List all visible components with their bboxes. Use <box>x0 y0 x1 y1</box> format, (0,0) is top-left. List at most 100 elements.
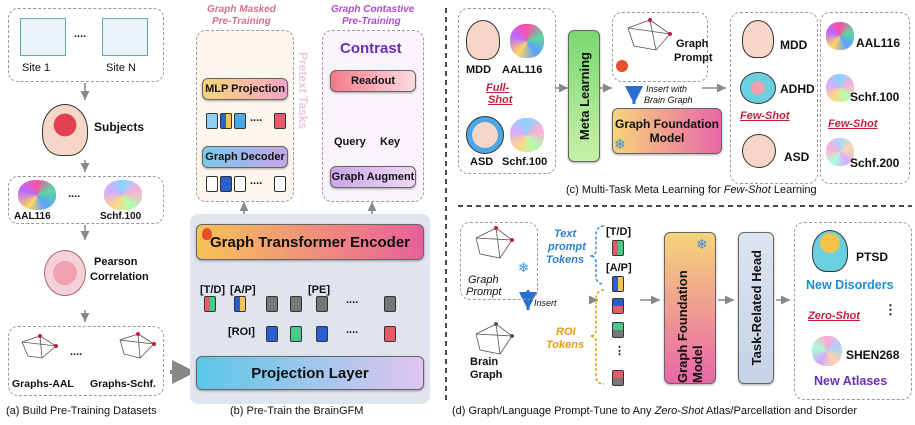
roi-token <box>384 326 396 342</box>
correlation-label: Correlation <box>90 271 149 283</box>
ap-token-label: [A/P] <box>230 284 256 296</box>
d-graph-prompt-line2: Prompt <box>466 286 502 298</box>
network-nodes <box>38 18 672 348</box>
graphs-group <box>8 326 164 396</box>
aal-atlas-brain <box>510 24 544 58</box>
pe-token <box>290 296 302 312</box>
zero-shot-targets-group <box>794 222 912 400</box>
site-1-label: Site 1 <box>22 62 51 74</box>
pe-token <box>316 296 328 312</box>
graph-foundation-model-box: Graph Foundation Model <box>612 108 722 154</box>
few-shot-tasks-group <box>730 12 818 184</box>
zero-shot-label: Zero-Shot <box>808 310 860 322</box>
asd-head-icon <box>742 134 776 168</box>
caption-d-pre: (d) Graph/Language Prompt-Tune to Any <box>452 405 655 417</box>
graph-transformer-encoder-box: Graph Transformer Encoder <box>196 224 424 260</box>
pe-token-label: [PE] <box>308 284 330 296</box>
zero-shot-ellipsis: ⋮ <box>884 302 897 317</box>
out-adhd-label: ADHD <box>780 82 815 96</box>
ptsd-label: PTSD <box>856 250 889 264</box>
d-graph-prompt-line1: Graph <box>468 274 499 286</box>
roi-vertical-ellipsis: ⋮ <box>614 345 625 357</box>
gfm-line2: Model <box>649 131 685 145</box>
mlp-projection-box: MLP Projection <box>202 78 288 100</box>
hospital-icon <box>102 18 148 56</box>
aal116-label: AAL116 <box>502 64 543 76</box>
contrast-label: Contrast <box>340 40 402 57</box>
gmp-title-line1: Graph Masked <box>207 4 276 15</box>
pretext-tasks-label: Pretext Tasks <box>296 52 310 130</box>
aal-atlas-brain <box>18 180 56 210</box>
graphs-aal-label: Graphs-AAL <box>12 378 74 390</box>
asd-head-icon <box>466 116 504 154</box>
atlas-schf100-label: Schf.100 <box>100 211 142 222</box>
pe-ellipsis: .... <box>346 294 359 306</box>
roi-token <box>316 326 328 342</box>
roi-tokens-line1: ROI <box>556 326 576 338</box>
schf-atlas-brain <box>826 74 854 102</box>
graphs-schf-label: Graphs-Schf. <box>90 378 156 390</box>
masked-tokens-ellipsis: .... <box>250 175 263 187</box>
d-td-label: [T/D] <box>606 226 632 238</box>
snowflake-icon: ❄ <box>696 236 708 252</box>
caption-c-post: Learning <box>770 184 817 196</box>
token <box>220 176 232 192</box>
shen-atlas-brain <box>812 336 842 366</box>
hospital-icon <box>20 18 66 56</box>
roi-token <box>266 326 278 342</box>
snowflake-icon: ❄ <box>518 260 529 275</box>
graph-prompt-line2: Prompt <box>674 52 713 64</box>
roi-token <box>290 326 302 342</box>
out-mdd-label: MDD <box>780 38 808 52</box>
td-token-label: [T/D] <box>200 284 226 296</box>
correlation-brain-icon <box>44 250 86 296</box>
panel-c-arrows <box>555 83 726 104</box>
fire-icon <box>202 228 212 240</box>
adhd-brain-icon <box>740 72 776 104</box>
meta-learning-label: Meta Learning <box>576 51 592 141</box>
sites-ellipsis: .... <box>74 28 87 40</box>
gcp-title-line1: Graph Contastive <box>331 4 415 15</box>
fullshot-line1: Full- <box>486 82 510 94</box>
meta-learning-box: Meta Learning <box>568 30 600 162</box>
atlases-group <box>8 176 164 224</box>
gmp-title-line2: Pre-Training <box>212 16 271 27</box>
gfm-line1: Graph Foundation <box>615 117 719 131</box>
schf100-label: Schf.100 <box>502 156 548 168</box>
task-head-label: Task-Related Head <box>748 250 764 366</box>
pe-token <box>384 296 396 312</box>
fullshot-line2: Shot <box>488 94 513 106</box>
td-token <box>612 240 624 256</box>
ptsd-head-icon <box>812 230 848 272</box>
key-label: Key <box>380 136 401 148</box>
aal-atlas-brain <box>826 22 854 50</box>
out-schf200-label: Schf.200 <box>850 156 900 170</box>
masked-token <box>274 176 286 192</box>
roi-token <box>612 370 624 386</box>
site-n-label: Site N <box>106 62 136 74</box>
atlas-aal116-label: AAL116 <box>14 211 51 222</box>
token <box>234 113 246 129</box>
new-atlases-label: New Atlases <box>814 374 888 388</box>
training-tasks-group <box>458 8 556 174</box>
subjects-label: Subjects <box>94 120 145 134</box>
ap-token <box>612 276 624 292</box>
text-prompt-line2: prompt <box>548 241 586 253</box>
caption-c-em: Few-Shot <box>723 184 771 196</box>
shen268-label: SHEN268 <box>846 348 900 362</box>
roi-token <box>612 298 624 314</box>
graphs-ellipsis: .... <box>70 346 83 358</box>
d-graph-foundation-model-box: Graph Foundation Model <box>664 232 716 384</box>
ap-token <box>234 296 246 312</box>
query-label: Query <box>334 136 366 148</box>
few-shot-atlases-group <box>820 12 910 184</box>
fewshot-label: Few-Shot <box>740 110 790 122</box>
brain-graph-line1: Brain <box>470 356 499 368</box>
caption-d-post: Atlas/Parcellation and Disorder <box>703 405 857 417</box>
roi-ellipsis: .... <box>346 324 359 336</box>
insert-with-label: Insert with <box>646 84 688 94</box>
text-prompt-line1: Text <box>554 228 577 240</box>
schf200-atlas-brain <box>826 138 854 166</box>
gcp-title-line2: Pre-Training <box>342 16 401 27</box>
token <box>206 113 218 129</box>
